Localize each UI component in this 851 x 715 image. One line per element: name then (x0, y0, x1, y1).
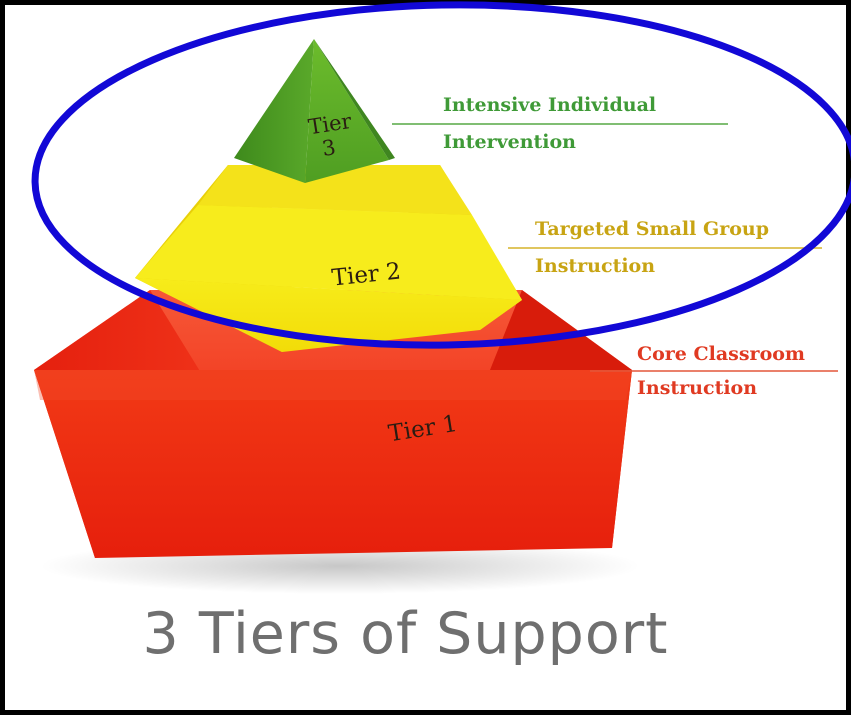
tier3-block (234, 39, 395, 183)
tier3-label-line2: 3 (320, 135, 337, 161)
tier2-block (135, 165, 522, 352)
tier3-desc-line2: Intervention (443, 131, 576, 153)
tier1-desc-line1: Core Classroom (637, 343, 805, 365)
tier1-desc-line2: Instruction (637, 377, 757, 399)
tier2-front-lower (135, 205, 522, 300)
tier2-desc-line1: Targeted Small Group (535, 218, 769, 240)
tier3-front-face (305, 39, 389, 183)
tier2-front-face (135, 278, 522, 352)
tier3-right-edge (314, 39, 395, 160)
tier2-front-upper (198, 165, 472, 215)
tier2-desc-line2: Instruction (535, 255, 655, 277)
highlight-ellipse (31, 1, 851, 349)
page-title: 3 Tiers of Support (142, 601, 669, 667)
tier1-front-face (34, 370, 632, 558)
tier3-desc-line1: Intensive Individual (443, 94, 656, 116)
tier3-left-face (234, 39, 314, 183)
tier1-edge-highlight (34, 370, 632, 400)
